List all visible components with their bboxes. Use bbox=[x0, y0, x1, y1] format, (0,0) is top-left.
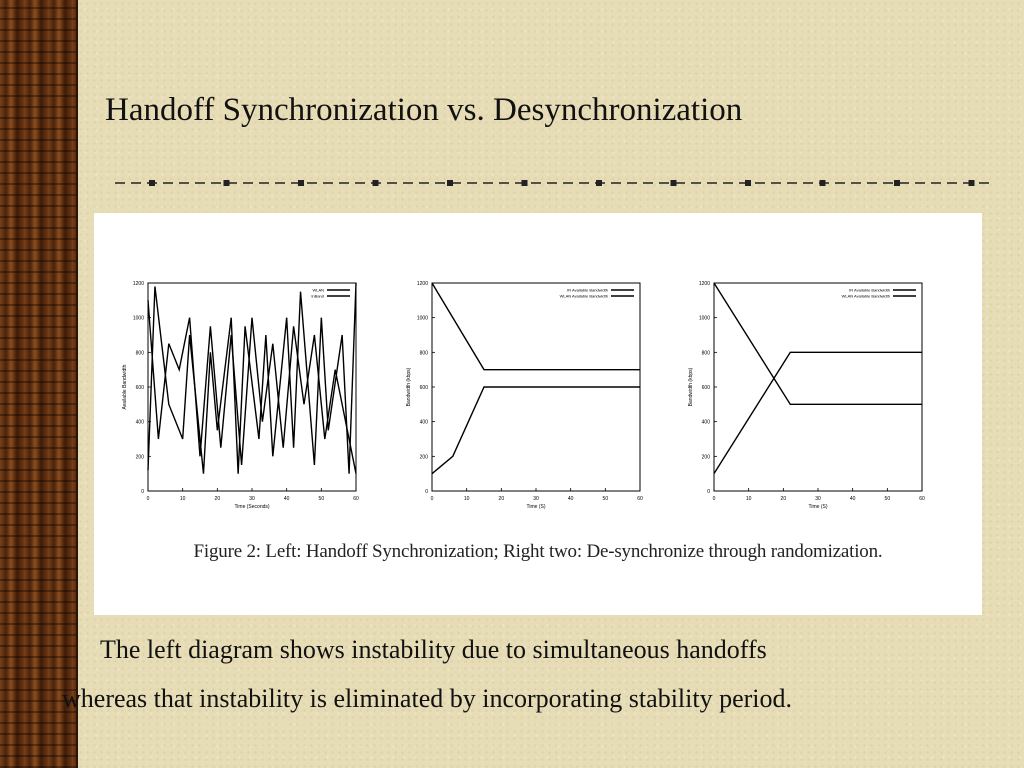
x-tick-label: 10 bbox=[464, 496, 470, 502]
y-tick-label: 1200 bbox=[699, 281, 710, 287]
series-line-1 bbox=[147, 282, 357, 474]
x-tick-label: 20 bbox=[781, 496, 787, 502]
x-tick-label: 60 bbox=[637, 496, 643, 502]
y-tick-label: 400 bbox=[420, 420, 429, 426]
y-tick-label: 0 bbox=[141, 489, 144, 495]
y-axis-label: Bandwidth (kbps) bbox=[688, 367, 694, 406]
divider-dot bbox=[670, 180, 677, 186]
y-tick-label: 600 bbox=[702, 385, 711, 391]
decorative-divider bbox=[115, 180, 993, 186]
divider-dot bbox=[596, 180, 602, 186]
x-axis-label: Time (S) bbox=[527, 504, 546, 510]
slide-title: Handoff Synchronization vs. Desynchroniz… bbox=[105, 92, 743, 128]
x-tick-label: 0 bbox=[431, 496, 434, 502]
x-tick-label: 10 bbox=[746, 496, 752, 502]
y-tick-label: 200 bbox=[702, 454, 711, 460]
divider-dot bbox=[149, 180, 155, 186]
y-tick-label: 800 bbox=[702, 350, 711, 356]
legend-label: IR Available Bandwidth bbox=[567, 288, 608, 293]
x-tick-label: 60 bbox=[919, 496, 925, 502]
series-line-1 bbox=[431, 282, 640, 371]
legend-label: InBand bbox=[311, 294, 324, 299]
x-tick-label: 10 bbox=[180, 496, 186, 502]
y-tick-label: 600 bbox=[420, 385, 429, 391]
plot-frame bbox=[713, 282, 923, 492]
x-tick-label: 50 bbox=[319, 496, 325, 502]
divider-dot bbox=[447, 180, 453, 186]
x-tick-label: 40 bbox=[850, 496, 856, 502]
y-tick-label: 200 bbox=[420, 454, 429, 460]
y-tick-label: 1000 bbox=[133, 316, 144, 322]
body-text-line-2: whereas that instability is eliminated b… bbox=[62, 684, 793, 713]
divider-dot bbox=[298, 180, 304, 186]
y-tick-label: 0 bbox=[425, 489, 428, 495]
x-tick-label: 40 bbox=[284, 496, 290, 502]
y-tick-label: 0 bbox=[707, 489, 710, 495]
y-tick-label: 400 bbox=[136, 420, 145, 426]
y-tick-label: 1000 bbox=[699, 316, 710, 322]
x-axis-label: Time (S) bbox=[809, 504, 828, 510]
x-tick-label: 30 bbox=[249, 496, 255, 502]
x-tick-label: 20 bbox=[215, 496, 221, 502]
figure-caption: Figure 2: Left: Handoff Synchronization;… bbox=[193, 541, 883, 562]
y-tick-label: 800 bbox=[136, 350, 145, 356]
series-line-1 bbox=[713, 282, 922, 406]
y-tick-label: 800 bbox=[420, 350, 429, 356]
y-tick-label: 200 bbox=[136, 454, 145, 460]
x-tick-label: 60 bbox=[353, 496, 359, 502]
legend-label: WLAN bbox=[312, 288, 324, 293]
series-line-2 bbox=[713, 351, 922, 475]
x-tick-label: 50 bbox=[603, 496, 609, 502]
divider-dot bbox=[223, 180, 230, 186]
x-tick-label: 0 bbox=[147, 496, 150, 502]
body-text-line-1: The left diagram shows instability due t… bbox=[100, 635, 767, 664]
x-tick-label: 40 bbox=[568, 496, 574, 502]
divider-dot bbox=[745, 180, 751, 186]
series-line-2 bbox=[431, 386, 640, 475]
divider-dot bbox=[894, 180, 900, 186]
divider-dot bbox=[521, 180, 528, 186]
y-axis-label: Available Bandwidth bbox=[122, 364, 128, 409]
divider-dot bbox=[372, 180, 379, 186]
y-axis-label: Bandwidth (kbps) bbox=[406, 367, 412, 406]
y-tick-label: 1200 bbox=[417, 281, 428, 287]
y-tick-label: 1200 bbox=[133, 281, 144, 287]
series-line-2 bbox=[147, 300, 357, 474]
x-tick-label: 30 bbox=[533, 496, 539, 502]
x-tick-label: 20 bbox=[499, 496, 505, 502]
legend-label: IR Available Bandwidth bbox=[849, 288, 890, 293]
divider-dot bbox=[819, 180, 826, 186]
wood-border bbox=[0, 0, 78, 768]
x-tick-label: 0 bbox=[713, 496, 716, 502]
x-tick-label: 30 bbox=[815, 496, 821, 502]
x-tick-label: 50 bbox=[885, 496, 891, 502]
legend-label: WLAN Available Bandwidth bbox=[560, 294, 608, 299]
y-tick-label: 400 bbox=[702, 420, 711, 426]
x-axis-label: Time (Seconds) bbox=[234, 504, 269, 510]
legend-label: WLAN Available Bandwidth bbox=[842, 294, 890, 299]
y-tick-label: 600 bbox=[136, 385, 145, 391]
divider-dot bbox=[968, 180, 975, 186]
y-tick-label: 1000 bbox=[417, 316, 428, 322]
